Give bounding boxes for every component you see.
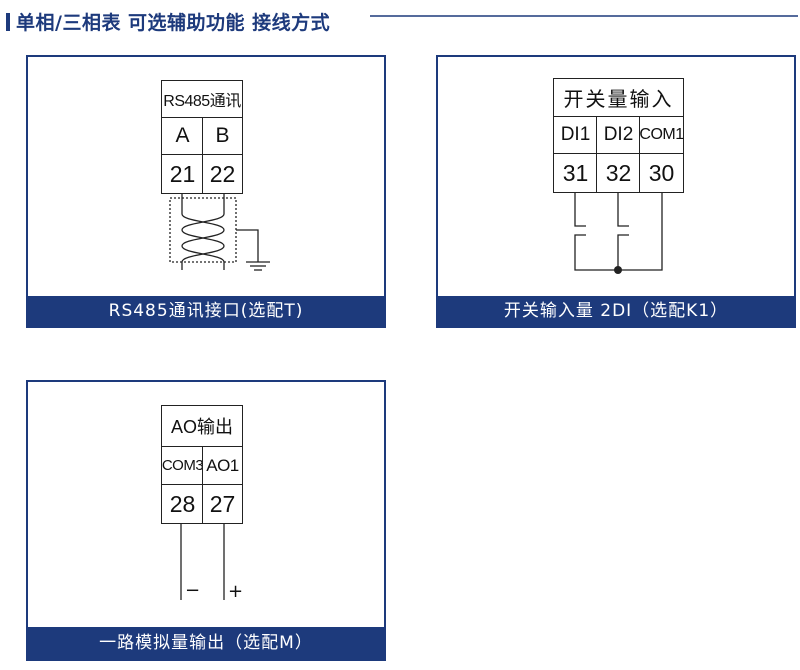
terminal-number: 22 xyxy=(202,154,243,194)
terminal-header: AO输出 xyxy=(161,405,243,447)
terminal-label: B xyxy=(202,116,243,156)
switch-icon xyxy=(574,193,663,271)
ground-icon xyxy=(236,229,270,271)
terminal-label: DI2 xyxy=(596,115,641,155)
junction-dot xyxy=(614,266,622,274)
terminal-number: 32 xyxy=(596,153,641,193)
terminal-header: RS485通讯 xyxy=(161,80,243,118)
terminal-label: COM3 xyxy=(161,445,204,486)
terminal-number: 30 xyxy=(639,153,684,193)
panel-rs485: RS485通讯接口(选配T) xyxy=(26,55,386,328)
ao-output-lines xyxy=(180,523,225,600)
minus-sign: − xyxy=(185,580,201,601)
title-bar-icon xyxy=(6,13,10,31)
title-text: 单相/三相表 可选辅助功能 接线方式 xyxy=(16,12,331,34)
terminal-number: 27 xyxy=(202,484,243,524)
panel-footer: 开关输入量 2DI（选配K1） xyxy=(438,296,794,326)
panel-footer: 一路模拟量输出（选配M） xyxy=(28,627,384,659)
panel-switch-input: 开关输入量 2DI（选配K1） xyxy=(436,55,796,328)
plus-sign: + xyxy=(228,581,244,602)
terminal-number: 31 xyxy=(553,153,598,193)
panel-analog-output: 一路模拟量输出（选配M） xyxy=(26,380,386,661)
terminal-number: 21 xyxy=(161,154,204,194)
page-title: 单相/三相表 可选辅助功能 接线方式 xyxy=(6,8,330,35)
panel-footer: RS485通讯接口(选配T) xyxy=(28,296,384,326)
terminal-number: 28 xyxy=(161,484,204,524)
terminal-label: AO1 xyxy=(202,445,243,486)
terminal-label: DI1 xyxy=(553,115,598,155)
terminal-label: COM1 xyxy=(639,115,684,155)
terminal-label: A xyxy=(161,116,204,156)
terminal-header: 开关量输入 xyxy=(553,78,684,117)
